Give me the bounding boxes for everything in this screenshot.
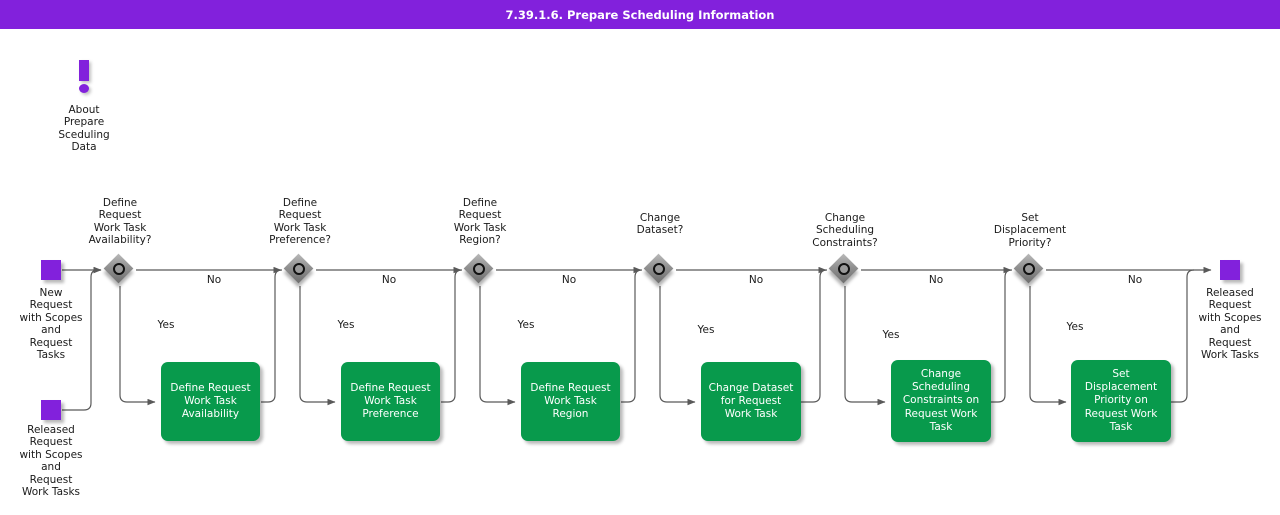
task-define-request-work-task-preference[interactable]: Define Request Work Task Preference [341, 362, 440, 441]
gateway-2-label: Define Request Work Task Preference? [269, 197, 331, 247]
task-define-request-work-task-availability[interactable]: Define Request Work Task Availability [161, 362, 260, 441]
gateway-1-yes-label: Yes [157, 319, 175, 331]
inclusive-gateway-circle [113, 263, 125, 275]
gateway-set-displacement-priority[interactable] [1013, 253, 1045, 285]
gateway-define-request-work-task-preference[interactable] [283, 253, 315, 285]
gateway-2-no-label: No [381, 274, 397, 286]
window-title-bar: 7.39.1.6. Prepare Scheduling Information [0, 0, 1280, 29]
gateway-4-label: Change Dataset? [636, 212, 684, 237]
task-4-label: Change Dataset for Request Work Task [708, 381, 794, 421]
gateway-2-yes-label: Yes [337, 319, 355, 331]
gateway-5-label: Change Scheduling Constraints? [812, 212, 878, 249]
gateway-5-no-label: No [928, 274, 944, 286]
inclusive-gateway-circle [838, 263, 850, 275]
task-2-label: Define Request Work Task Preference [350, 381, 431, 421]
gateway-4-yes-label: Yes [697, 324, 715, 336]
gateway-change-scheduling-constraints[interactable] [828, 253, 860, 285]
inclusive-gateway-circle [1023, 263, 1035, 275]
gateway-define-request-work-task-availability[interactable] [103, 253, 135, 285]
end-event-released-request[interactable] [1220, 260, 1240, 280]
task-3-label: Define Request Work Task Region [530, 381, 611, 421]
task-set-displacement-priority-on-request-work-task[interactable]: Set Displacement Priority on Request Wor… [1071, 360, 1171, 442]
gateway-3-yes-label: Yes [517, 319, 535, 331]
gateway-define-request-work-task-region[interactable] [463, 253, 495, 285]
start-event-new-request-label: New Request with Scopes and Request Task… [19, 287, 83, 362]
gateway-1-no-label: No [206, 274, 222, 286]
exclamation-bar [79, 60, 89, 81]
exclamation-mark-icon [79, 60, 89, 93]
end-event-released-request-label: Released Request with Scopes and Request… [1198, 287, 1262, 362]
start-event-new-request[interactable] [41, 260, 61, 280]
task-change-scheduling-constraints-on-request-work-task[interactable]: Change Scheduling Constraints on Request… [891, 360, 991, 442]
gateway-3-label: Define Request Work Task Region? [453, 197, 507, 247]
gateway-6-yes-label: Yes [1066, 321, 1084, 333]
inclusive-gateway-circle [293, 263, 305, 275]
gateway-4-no-label: No [748, 274, 764, 286]
gateway-1-label: Define Request Work Task Availability? [88, 197, 152, 247]
task-1-label: Define Request Work Task Availability [170, 381, 251, 421]
gateway-5-yes-label: Yes [882, 329, 900, 341]
annotation-label: About Prepare Sceduling Data [58, 104, 110, 154]
task-define-request-work-task-region[interactable]: Define Request Work Task Region [521, 362, 620, 441]
gateway-6-label: Set Displacement Priority? [993, 212, 1067, 249]
task-5-label: Change Scheduling Constraints on Request… [902, 367, 980, 433]
start-event-released-request-label: Released Request with Scopes and Request… [19, 424, 83, 499]
start-event-released-request[interactable] [41, 400, 61, 420]
inclusive-gateway-circle [653, 263, 665, 275]
exclamation-dot [79, 84, 89, 93]
gateway-change-dataset[interactable] [643, 253, 675, 285]
inclusive-gateway-circle [473, 263, 485, 275]
task-6-label: Set Displacement Priority on Request Wor… [1084, 367, 1158, 433]
gateway-3-no-label: No [561, 274, 577, 286]
task-change-dataset-for-request-work-task[interactable]: Change Dataset for Request Work Task [701, 362, 801, 441]
gateway-6-no-label: No [1127, 274, 1143, 286]
page-title: 7.39.1.6. Prepare Scheduling Information [505, 7, 775, 22]
